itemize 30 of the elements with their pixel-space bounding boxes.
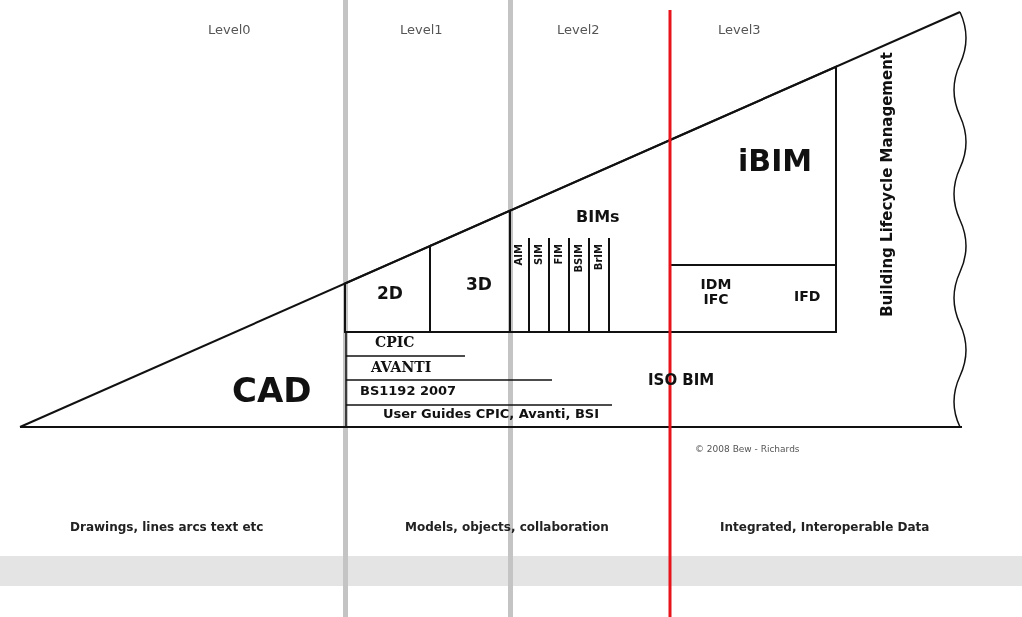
- wedge-compartment: [430, 211, 510, 332]
- wedge-compartment: [670, 265, 836, 332]
- text-label: Models, objects, collaboration: [405, 520, 609, 534]
- text-label: Level2: [557, 22, 600, 37]
- compartment-label: BIMs: [576, 208, 620, 226]
- compartment-label: 2D: [377, 284, 403, 303]
- text-label: AVANTI: [371, 359, 432, 375]
- text-label: CAD: [232, 370, 312, 410]
- text-label: User Guides CPIC, Avanti, BSI: [383, 406, 600, 421]
- compartment-label: 3D: [466, 275, 492, 294]
- text-label: Integrated, Interoperable Data: [720, 520, 930, 534]
- text-label: Level0: [208, 22, 251, 37]
- strip-text: BrIM: [594, 244, 604, 271]
- wedge-compartment: [510, 140, 670, 332]
- strip-text: SIM: [534, 244, 544, 265]
- text-label: CPIC: [375, 334, 415, 350]
- compartment-label: IDM IFC: [699, 277, 733, 308]
- vertical-label: Building Lifecycle Management: [878, 52, 896, 317]
- text-label: Drawings, lines arcs text etc: [70, 520, 264, 534]
- text-label: © 2008 Bew - Richards: [695, 444, 800, 454]
- text-label: Level3: [718, 22, 761, 37]
- text-label: BS1192 2007: [360, 383, 457, 398]
- text-label: Level1: [400, 22, 443, 37]
- strip-text: AIM: [514, 244, 524, 266]
- compartment-label: IFD: [794, 289, 821, 305]
- wedge-compartment: [670, 66, 836, 265]
- strip-text: BSIM: [574, 244, 584, 273]
- strip-text: FIM: [554, 244, 564, 265]
- compartment-label: iBIM: [738, 144, 813, 177]
- wedge-compartment: [345, 246, 430, 332]
